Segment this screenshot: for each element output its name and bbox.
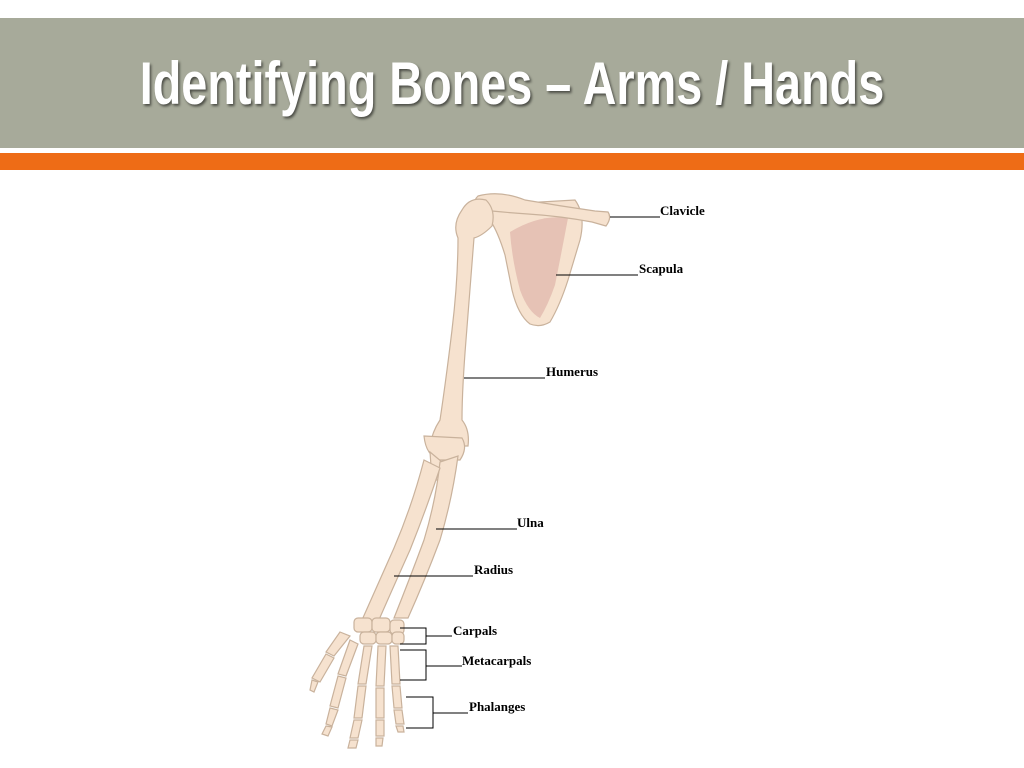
humerus-bone — [429, 198, 494, 447]
label-carpals: Carpals — [453, 623, 497, 638]
slide-title: Identifying Bones – Arms / Hands — [139, 49, 885, 117]
label-radius: Radius — [474, 562, 513, 577]
label-humerus: Humerus — [546, 364, 598, 379]
metacarpal-bones — [325, 631, 401, 687]
label-clavicle: Clavicle — [660, 203, 705, 218]
scapula-bone — [487, 199, 583, 327]
label-phalanges: Phalanges — [469, 699, 525, 714]
carpal-bones — [353, 617, 405, 645]
phalanx-bones — [309, 653, 405, 749]
ulna-bone — [393, 455, 459, 619]
title-band — [0, 18, 1024, 148]
label-scapula: Scapula — [639, 261, 684, 276]
leader-lines — [394, 216, 660, 729]
label-ulna: Ulna — [517, 515, 544, 530]
accent-bar — [0, 153, 1024, 170]
label-metacarpals: Metacarpals — [462, 653, 531, 668]
